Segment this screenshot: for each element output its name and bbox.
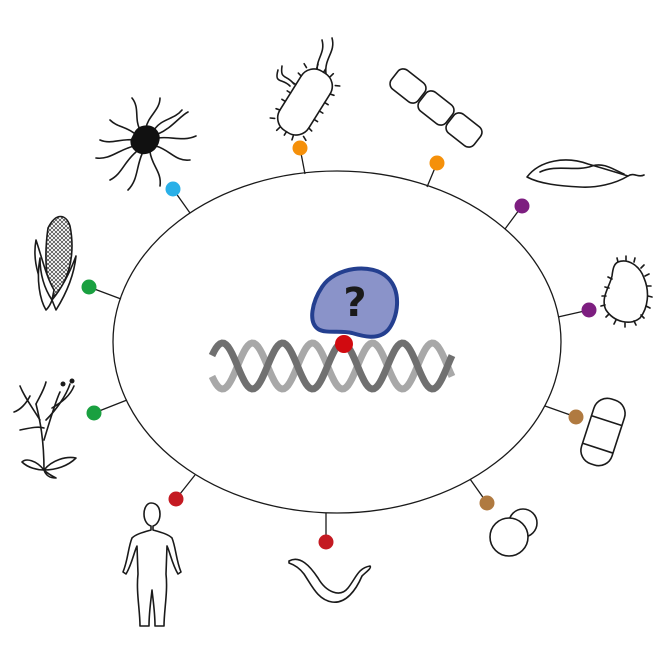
marker-rod-bacterium [292,140,308,156]
marker-corn [81,279,97,295]
flagellate-cell-icon [95,97,197,191]
unknown-protein: ? [310,266,399,339]
binding-site-dot [335,335,353,353]
plant-icon [13,378,77,479]
dna-strand-dark [208,339,456,393]
fission-yeast-icon [580,397,626,467]
marker-plant [86,405,102,421]
cell-ellipse [112,170,562,514]
dna-helix [208,339,456,393]
amoeba-icon [600,255,653,328]
marker-trypanosome [514,198,530,214]
marker-worm [318,534,334,550]
protein-blob-icon [310,266,399,339]
marker-human [168,491,184,507]
markers [81,140,597,550]
protein-question-mark: ? [343,280,366,326]
marker-budding-yeast [479,495,495,511]
marker-amoeba [581,302,597,318]
marker-flagellate [165,181,181,197]
worm-icon [288,558,372,603]
chain-bacterium-icon [389,68,483,148]
rod-bacterium-icon [269,37,341,142]
dna-strand-light [208,339,456,393]
marker-fission-yeast [568,409,584,425]
human-icon [122,502,182,627]
trypanosome-icon [526,159,645,188]
marker-chain-bacterium [429,155,445,171]
corn-icon [34,215,77,311]
budding-yeast-icon [489,508,538,557]
